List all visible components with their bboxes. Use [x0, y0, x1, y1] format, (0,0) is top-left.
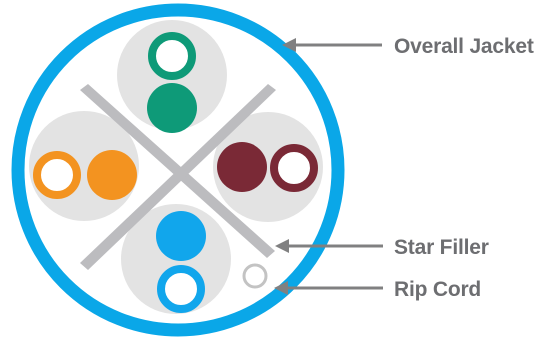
blue-conductor-insulated — [156, 211, 206, 261]
triangle-arrow-icon — [274, 281, 288, 295]
star-filler-arm-b — [80, 84, 276, 270]
star-filler — [80, 84, 276, 270]
pair-background-right — [213, 112, 323, 222]
triangle-arrow-icon — [275, 239, 289, 253]
orange-conductor-insulated — [87, 150, 137, 200]
green-conductor-insulated — [147, 83, 197, 133]
label-rip-cord: Rip Cord — [394, 278, 481, 301]
orange-conductor-stripe — [33, 151, 81, 199]
twisted-pair-blue — [156, 211, 206, 313]
twisted-pair-brown — [217, 142, 318, 192]
callout-overall-jacket: Overall Jacket — [282, 35, 534, 58]
rip-cord — [242, 263, 268, 289]
brown-conductor-insulated — [217, 142, 267, 192]
label-star-filler: Star Filler — [394, 236, 489, 259]
blue-conductor-stripe — [157, 265, 205, 313]
label-overall-jacket: Overall Jacket — [394, 35, 534, 58]
green-conductor-stripe — [148, 32, 196, 80]
callout-rip-cord: Rip Cord — [274, 278, 481, 301]
triangle-arrow-icon — [282, 38, 296, 52]
brown-conductor-stripe — [270, 144, 318, 192]
twisted-pair-orange — [33, 150, 137, 200]
callout-star-filler: Star Filler — [275, 236, 489, 259]
twisted-pair-green — [147, 32, 197, 133]
